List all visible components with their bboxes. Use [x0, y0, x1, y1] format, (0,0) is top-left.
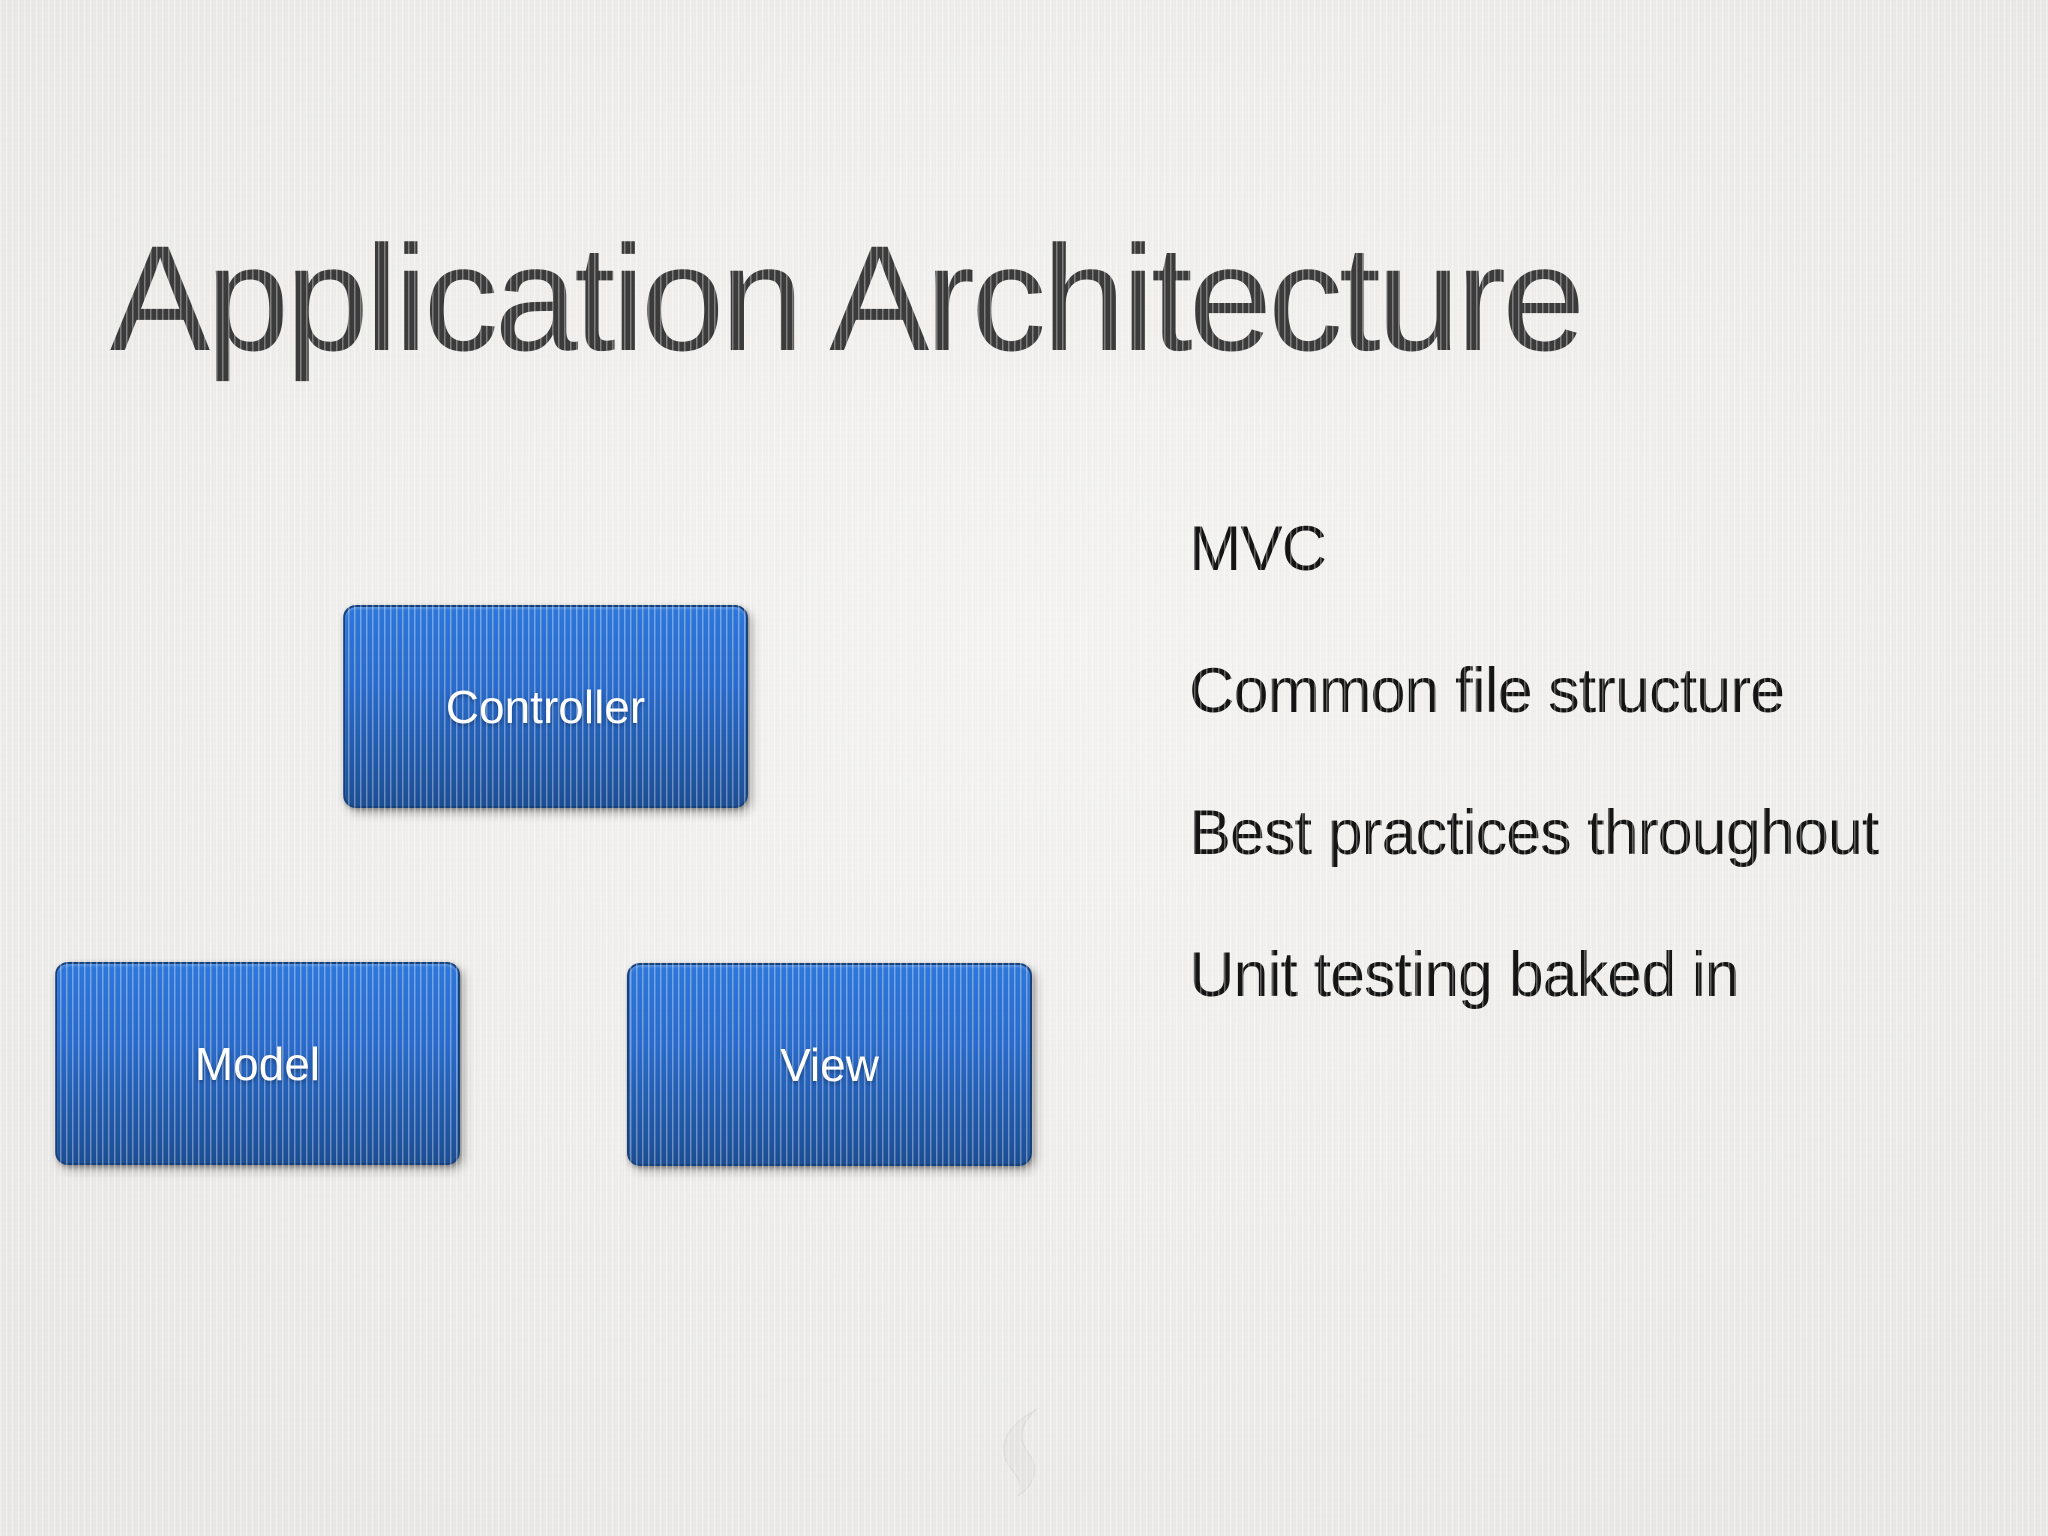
- controller-box: Controller: [343, 605, 748, 808]
- controller-box-label: Controller: [445, 680, 646, 733]
- bullet-unit-testing: Unit testing baked in: [1189, 940, 1740, 1010]
- swirl-leaf-watermark-icon: [1003, 1408, 1038, 1496]
- model-box: Model: [55, 962, 460, 1165]
- bullet-list: MVC Common file structure Best practices…: [1189, 478, 1879, 1046]
- bullet-best-practices: Best practices throughout: [1189, 798, 1879, 868]
- view-box-label: View: [780, 1038, 879, 1091]
- bullet-common-file-structure: Common file structure: [1189, 656, 1785, 726]
- bullet-mvc: MVC: [1189, 514, 1327, 584]
- view-box: View: [627, 963, 1032, 1166]
- model-box-label: Model: [194, 1037, 321, 1090]
- slide-title: Application Architecture: [110, 214, 1586, 382]
